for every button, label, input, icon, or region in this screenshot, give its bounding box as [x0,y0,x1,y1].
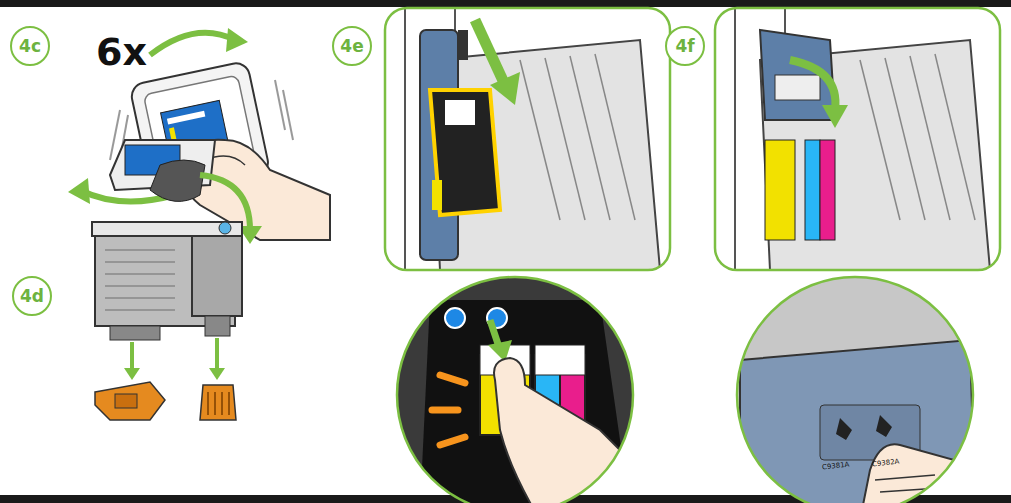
repeat-count: 6x [96,30,147,74]
insert-step-art [385,8,670,503]
step-number: 4d [12,276,52,316]
unpack-step-art [92,140,262,420]
top-bar [0,0,1011,7]
step-label: 4f [675,36,694,56]
step-label: 4c [19,36,41,56]
step-label: 4d [20,286,44,306]
shake-step-art [68,28,330,240]
latch-step-art [715,8,1000,503]
step-number: 4c [10,26,50,66]
step-number: 4e [332,26,372,66]
step-number: 4f [665,26,705,66]
step-label: 4e [340,36,363,56]
